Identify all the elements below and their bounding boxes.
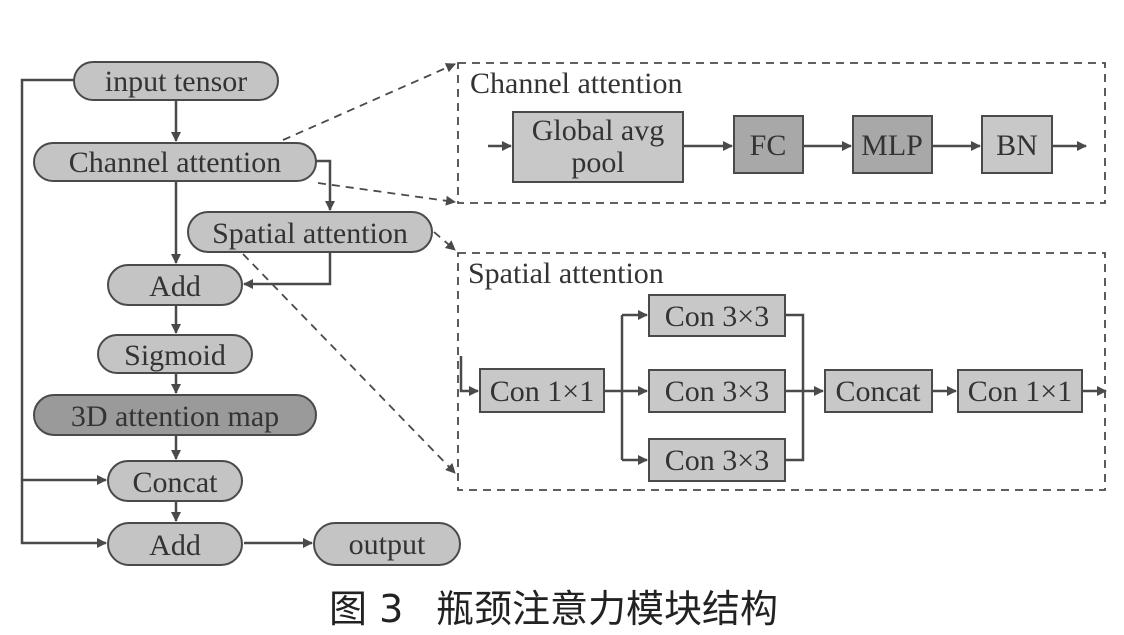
arrow-channel-to-spatial	[316, 159, 335, 211]
spatial-attention-panel: Spatial attention Con 1×1 Con 3×3 Con 3×…	[457, 252, 1106, 491]
output-node: output	[313, 522, 461, 566]
concat-node: Concat	[107, 460, 243, 502]
channel-attention-label: Channel attention	[69, 146, 281, 179]
spatial-panel-title: Spatial attention	[468, 257, 664, 290]
input-tensor-label: input tensor	[105, 65, 248, 98]
conv-1x1-out-box	[957, 369, 1083, 413]
sigmoid-label: Sigmoid	[124, 339, 226, 372]
bn-label: BN	[996, 129, 1038, 162]
conv-3x3-c-box	[648, 438, 786, 482]
channel-attention-node: Channel attention	[33, 142, 317, 182]
bn-box	[981, 115, 1053, 174]
global-avg-pool-label-2: pool	[571, 146, 624, 179]
skip-line-input	[20, 78, 107, 548]
zoom-line-spatial-bottom	[242, 253, 456, 474]
zoom-line-channel-bottom	[317, 182, 456, 206]
global-avg-pool-label-1: Global avg	[532, 114, 664, 147]
add-node-2: Add	[107, 522, 243, 566]
concat-label: Concat	[836, 375, 922, 408]
attention-map-label: 3D attention map	[71, 400, 279, 433]
conv-3x3-a-label: Con 3×3	[665, 300, 769, 333]
output-label: output	[349, 528, 426, 561]
zoom-line-channel-top	[282, 63, 456, 141]
attention-map-node: 3D attention map	[33, 394, 317, 436]
add-2-label: Add	[149, 529, 201, 562]
add-node-1: Add	[107, 264, 243, 306]
mlp-label: MLP	[861, 129, 923, 162]
merge-a	[785, 313, 805, 462]
concat-box	[824, 369, 933, 413]
global-avg-pool-box	[512, 111, 684, 183]
conv-3x3-c-label: Con 3×3	[665, 444, 769, 477]
conv-1x1-in-label: Con 1×1	[490, 375, 594, 408]
fc-label: FC	[750, 129, 787, 162]
conv-3x3-b-label: Con 3×3	[665, 375, 769, 408]
figure-caption-title: 瓶颈注意力模块结构	[436, 587, 778, 631]
conv-1x1-out-label: Con 1×1	[968, 375, 1072, 408]
mlp-box	[852, 115, 933, 174]
zoom-line-spatial-top	[433, 231, 456, 251]
main-flow: input tensor Channel attention Spatial a…	[33, 61, 461, 566]
add-1-label: Add	[149, 270, 201, 303]
conv-3x3-b-box	[648, 369, 786, 413]
spatial-panel-border	[457, 252, 1106, 491]
concat-node-label: Concat	[133, 466, 219, 499]
figure-caption-label: 图 3	[329, 587, 403, 631]
spatial-attention-node: Spatial attention	[187, 211, 433, 253]
arrow-sp-in	[459, 356, 479, 396]
conv-3x3-a-box	[648, 294, 786, 337]
connectors	[20, 78, 1107, 548]
channel-attention-panel: Channel attention Global avg pool FC MLP…	[457, 62, 1106, 204]
sigmoid-node: Sigmoid	[97, 334, 253, 374]
figure-caption: 图 3 瓶颈注意力模块结构	[329, 587, 778, 631]
zoom-lines	[242, 63, 456, 474]
conv-1x1-in-box	[479, 368, 605, 413]
spatial-attention-label: Spatial attention	[212, 217, 408, 250]
fc-box	[733, 115, 804, 174]
channel-panel-border	[457, 62, 1106, 204]
channel-panel-title: Channel attention	[470, 67, 682, 100]
input-tensor-node: input tensor	[73, 61, 279, 101]
